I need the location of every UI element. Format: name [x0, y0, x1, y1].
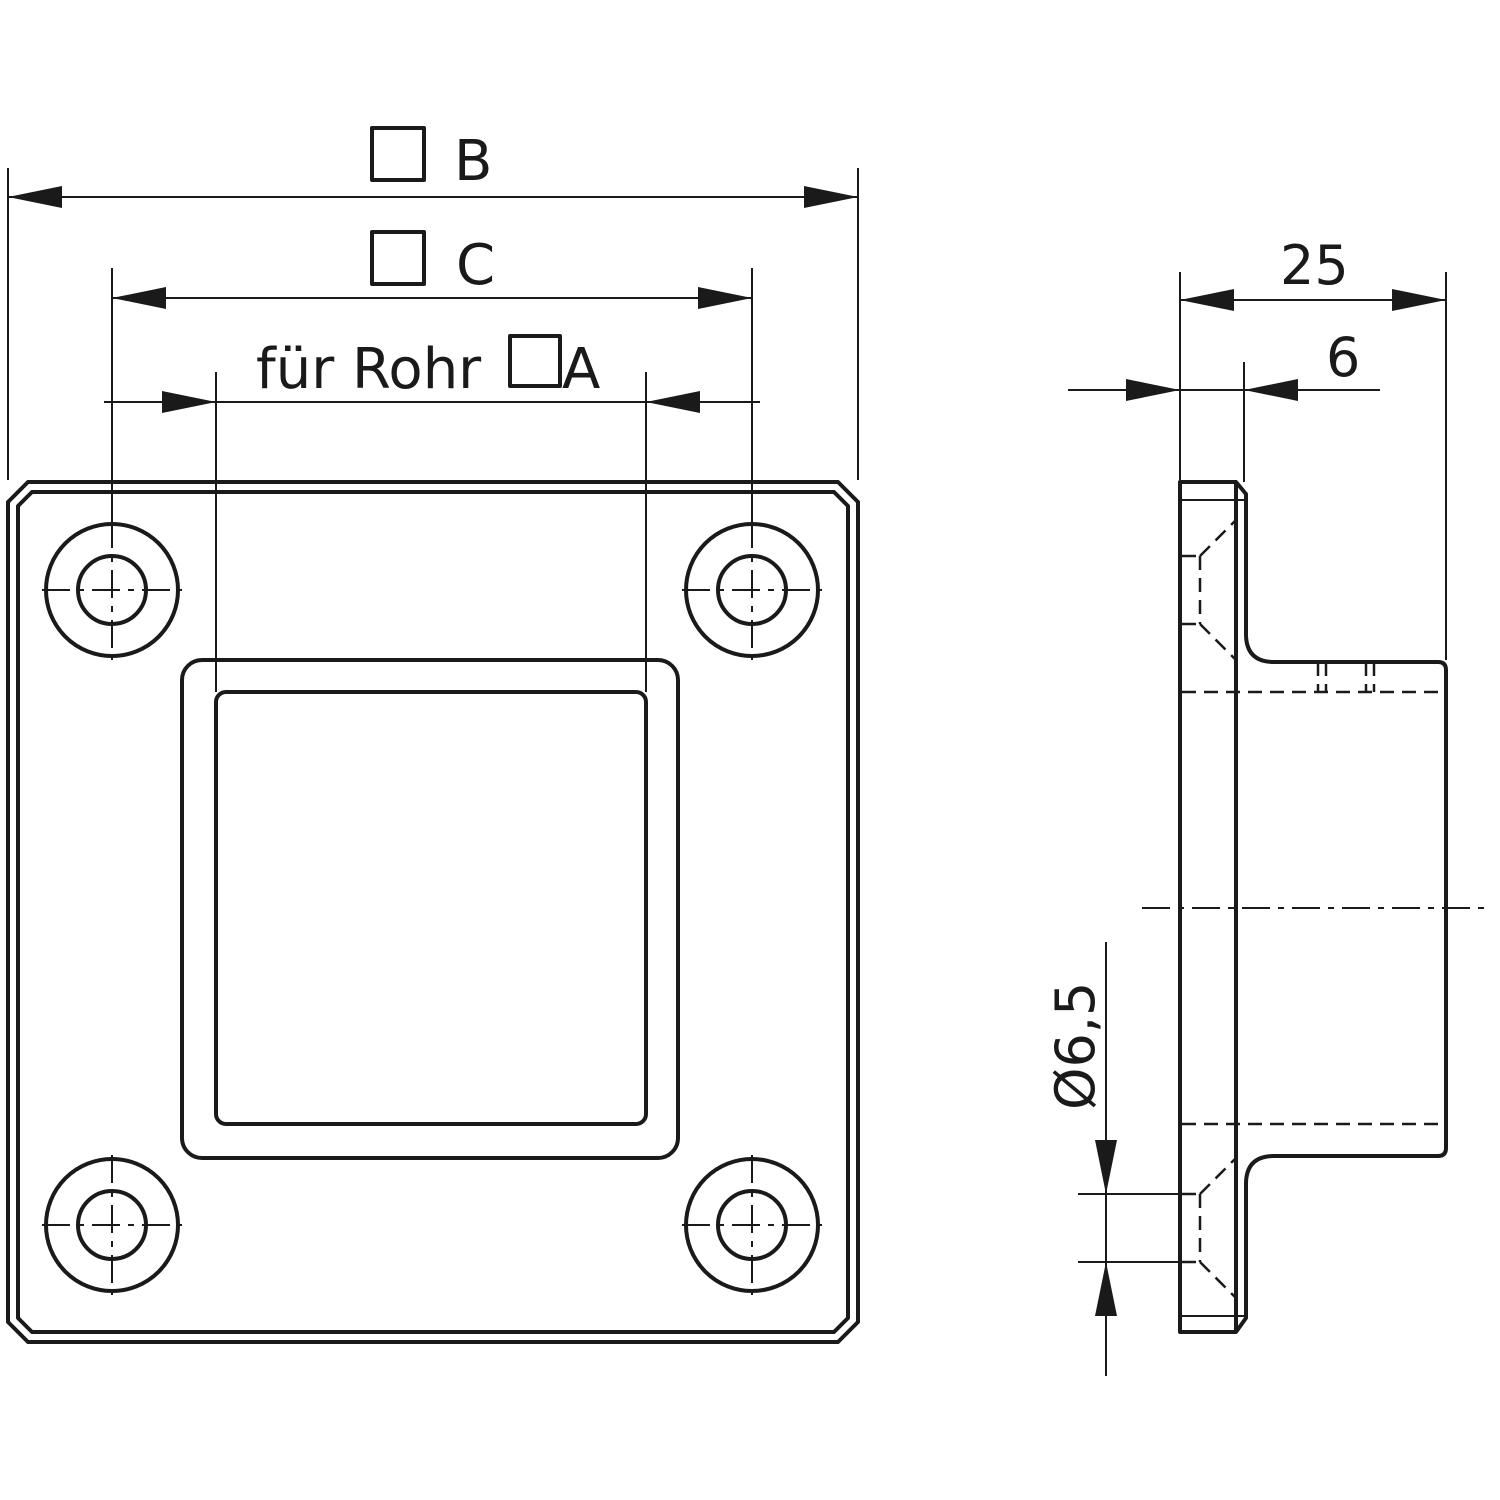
square-symbol-c: [370, 230, 426, 286]
dimension-c: C: [111, 230, 753, 522]
hole-bottom-left: [42, 1155, 182, 1295]
dim-c-label: C: [456, 233, 495, 298]
dim-a-prefix: für Rohr: [256, 337, 482, 402]
dim-a-label: A: [562, 337, 600, 402]
dim-hole-label: Ø6,5: [1044, 982, 1107, 1110]
dimension-depth: 25: [1179, 234, 1447, 660]
dimension-b: B: [7, 126, 859, 480]
hole-top-left: [42, 520, 182, 660]
tube-inner-square: [214, 690, 648, 1126]
plate-outline-inner: [16, 490, 850, 1334]
hole-top-right: [682, 520, 822, 660]
side-profile-outline: [1178, 480, 1448, 1334]
square-symbol-b: [370, 126, 426, 182]
dim-b-label: B: [454, 129, 492, 194]
hole-bottom-right: [682, 1155, 822, 1295]
plate-outline-outer: [6, 480, 860, 1344]
dim-depth-label: 25: [1280, 234, 1349, 297]
front-view: [6, 480, 860, 1344]
dimension-plate: 6: [1068, 326, 1380, 482]
square-symbol-a: [508, 334, 562, 388]
tube-outer-square: [180, 658, 680, 1160]
dimension-hole: Ø6,5: [1044, 942, 1196, 1376]
dimension-a: für Rohr A: [104, 334, 760, 692]
side-view: [1142, 480, 1486, 1334]
dim-plate-label: 6: [1326, 326, 1360, 389]
